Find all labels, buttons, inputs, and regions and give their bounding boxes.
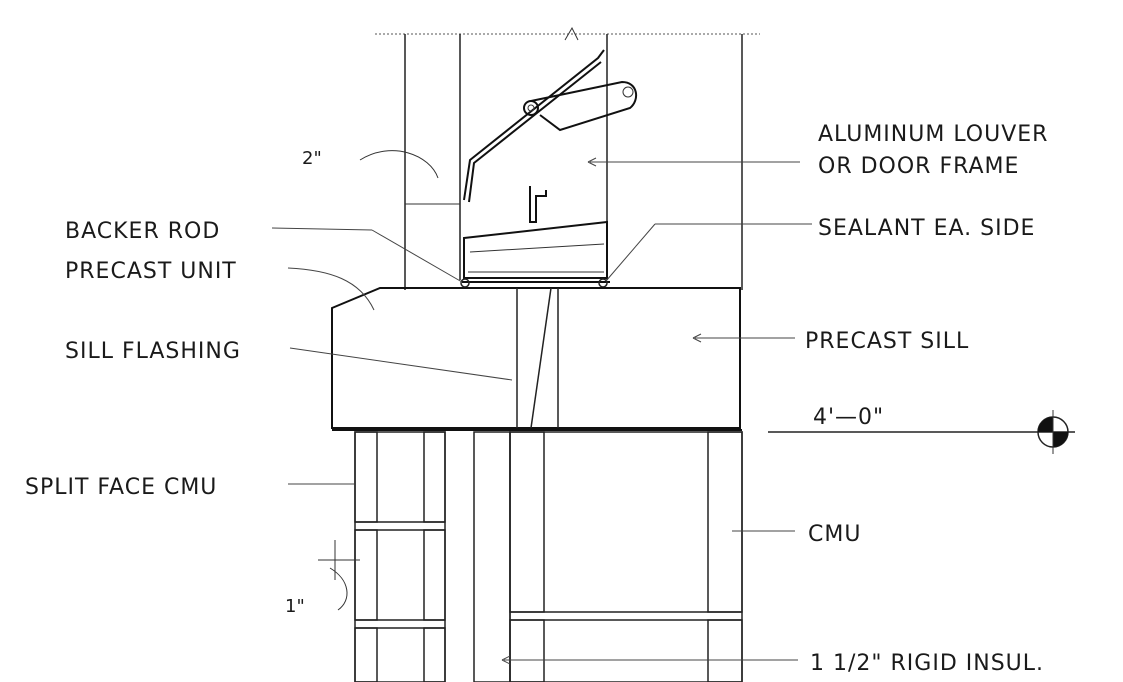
label-backer-rod: BACKER ROD: [65, 219, 220, 244]
label-cmu: CMU: [808, 522, 861, 547]
label-precast-unit: PRECAST UNIT: [65, 259, 237, 284]
label-precast-sill: PRECAST SILL: [805, 329, 969, 354]
precast-sill: [331, 287, 742, 431]
leader-lines: [271, 157, 812, 665]
frame-sill-extrusion: [460, 186, 610, 288]
cmu-wall: [354, 431, 743, 682]
louver-blade: [463, 49, 638, 203]
dim-2in-label: 2": [302, 148, 322, 169]
label-sealant: SEALANT EA. SIDE: [818, 216, 1035, 241]
label-aluminum-louver: ALUMINUM LOUVER: [818, 122, 1048, 147]
label-rigid-insul: 1 1/2" RIGID INSUL.: [810, 651, 1044, 676]
label-door-frame: OR DOOR FRAME: [818, 154, 1019, 179]
dimension-1in: 1": [285, 540, 360, 617]
opening-jambs: [375, 26, 760, 290]
elevation-label: 4'—0": [813, 405, 884, 430]
label-split-face-cmu: SPLIT FACE CMU: [25, 475, 217, 500]
dimension-2in: 2": [302, 148, 460, 205]
dim-1in-label: 1": [285, 596, 305, 617]
elevation-marker: 4'—0": [768, 405, 1075, 454]
label-sill-flashing: SILL FLASHING: [65, 339, 241, 364]
